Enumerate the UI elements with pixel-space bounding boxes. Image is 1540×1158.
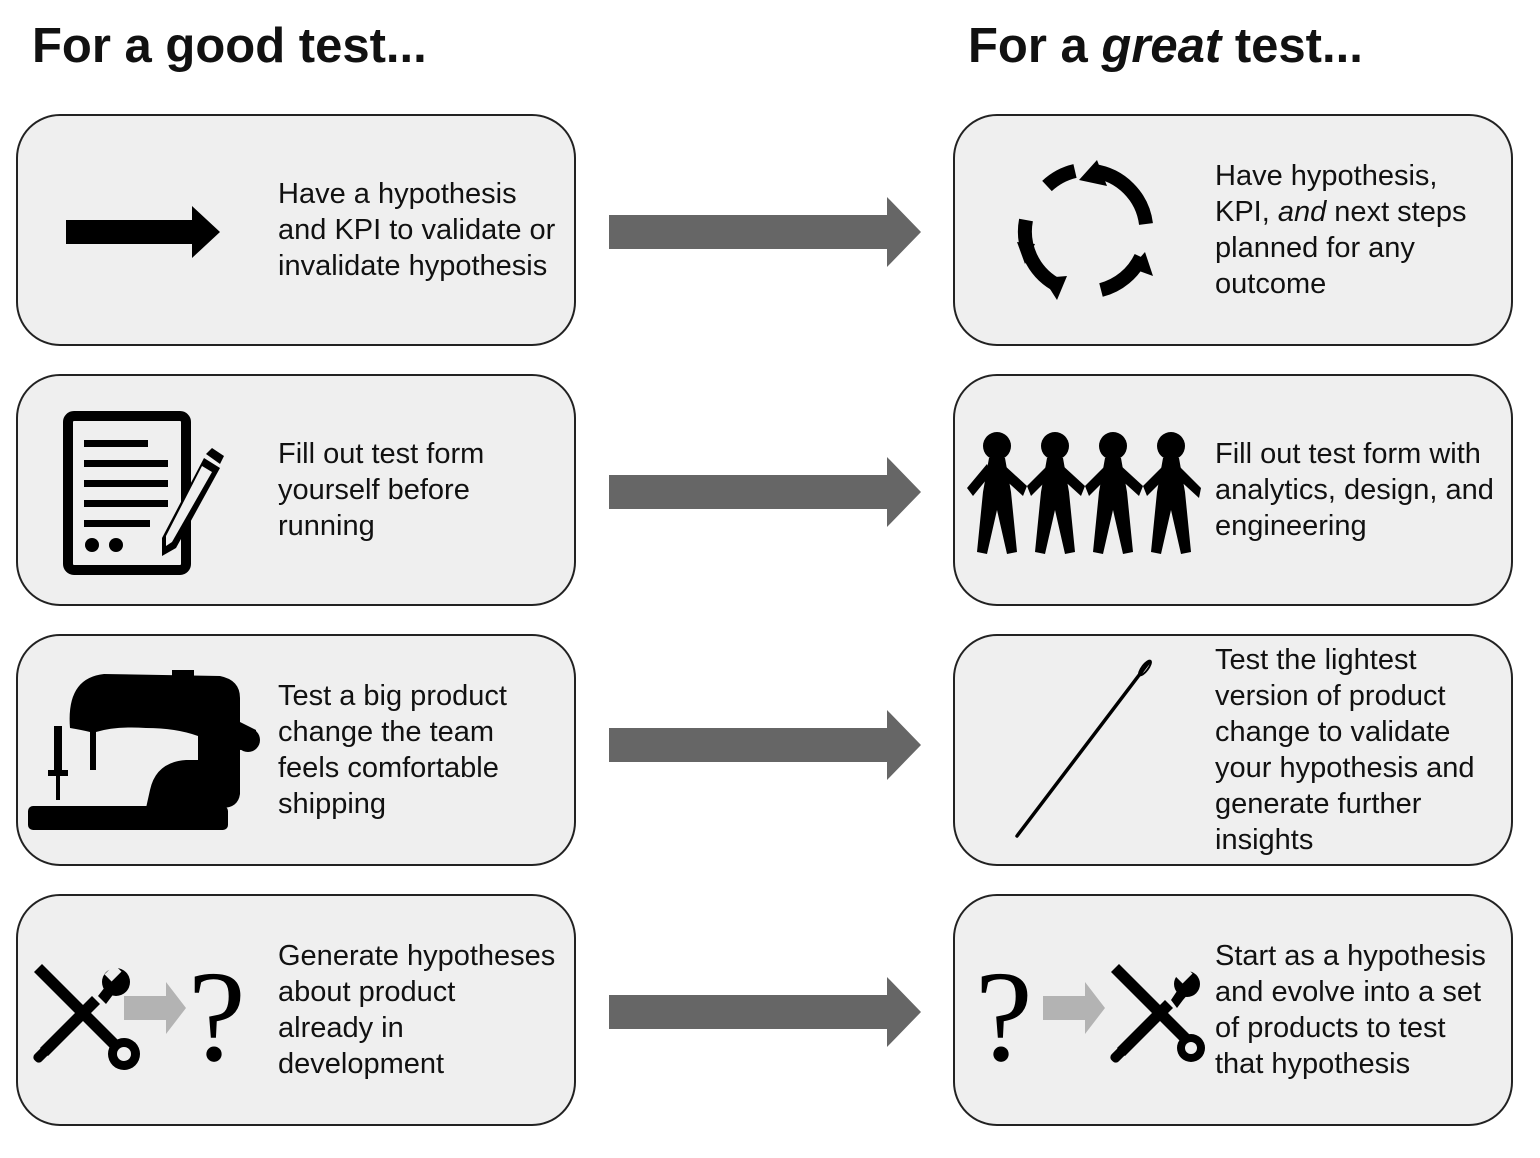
great-card-evolve: ? Start as a hypothesis and evolve into … [953,894,1513,1126]
good-card-text: Test a big product change the team feels… [278,680,507,820]
good-test-heading: For a good test... [32,19,427,73]
great-test-heading: For a great test... [968,19,1363,73]
connector-arrow [609,710,921,780]
great-card-light-change: Test the lightest version of product cha… [953,634,1513,866]
right-arrow-icon [66,206,220,258]
great-card-text: Start as a hypothesis and evolve into a … [1215,940,1486,1080]
sewing-machine-icon [28,670,260,830]
svg-text:?: ? [188,956,246,1076]
good-card-hypothesis: Have a hypothesis and KPI to validate or… [16,114,576,346]
needle-icon [1015,659,1152,838]
cycle-icon [1017,160,1153,300]
connector-arrow [609,197,921,267]
great-card-text: Test the lightest version of product cha… [1215,644,1475,856]
good-card-text: Fill out test form yourself before runni… [278,438,485,542]
form-pencil-icon [63,411,224,575]
connector-arrow [609,457,921,527]
paper-dolls-icon [967,432,1201,554]
good-card-text: Have a hypothesis and KPI to validate or… [278,178,556,282]
good-card-in-development: ? Generate hypotheses about product alre… [16,894,576,1126]
question-to-tools-icon: ? [975,956,1205,1076]
connector-arrow [609,977,921,1047]
good-card-test-form: Fill out test form yourself before runni… [16,374,576,606]
great-card-text: Have hypothesis, KPI, and next steps pla… [1215,160,1467,300]
svg-text:?: ? [975,956,1033,1076]
good-card-big-change: Test a big product change the team feels… [16,634,576,866]
good-card-text: Generate hypotheses about product alread… [278,940,556,1080]
great-card-test-form: Fill out test form with analytics, desig… [953,374,1513,606]
great-card-text: Fill out test form with analytics, desig… [1215,438,1494,542]
tools-to-question-icon: ? [33,956,246,1076]
great-card-hypothesis: Have hypothesis, KPI, and next steps pla… [953,114,1513,346]
